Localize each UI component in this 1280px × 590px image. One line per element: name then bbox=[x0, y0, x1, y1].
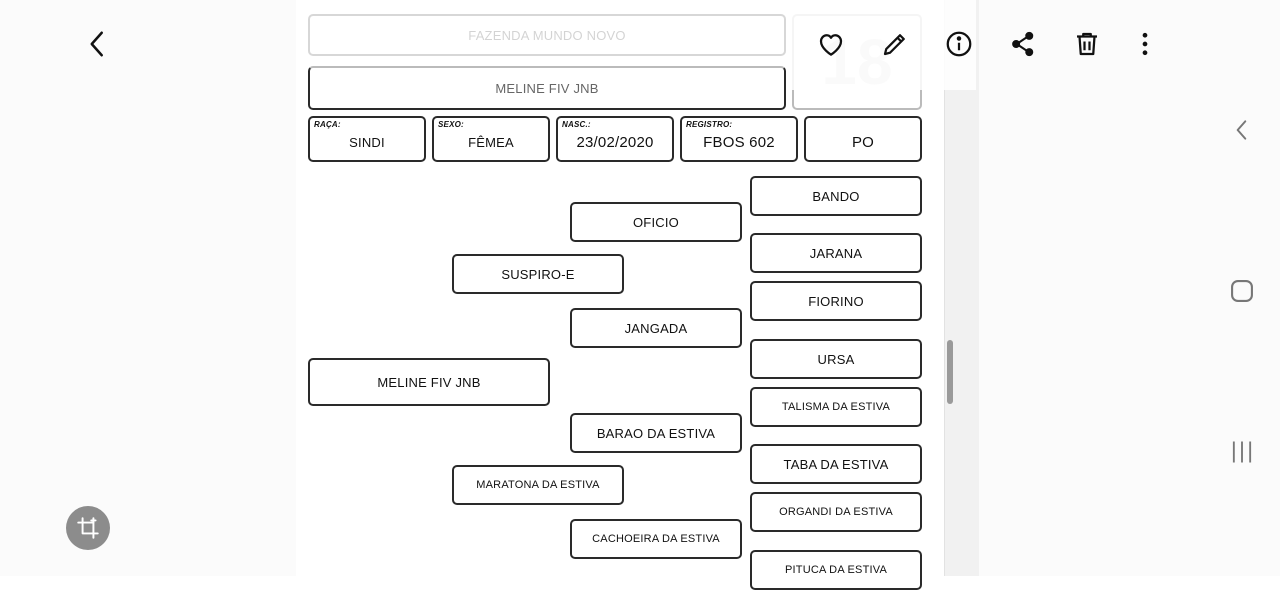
registry-value: FBOS 602 bbox=[703, 133, 775, 151]
birth-date-field: NASC.: 23/02/2020 bbox=[556, 116, 674, 162]
category-value: PO bbox=[851, 133, 875, 151]
favorite-button[interactable] bbox=[811, 24, 851, 64]
back-button[interactable] bbox=[78, 24, 118, 64]
edit-button[interactable] bbox=[875, 24, 915, 64]
animal-name-field: MELINE FIV JNB bbox=[308, 66, 786, 110]
ggp-box: JARANA bbox=[750, 233, 922, 273]
farm-name: FAZENDA MUNDO NOVO bbox=[468, 27, 626, 43]
document-scrollbar bbox=[944, 0, 979, 576]
ggp-box: BANDO bbox=[750, 176, 922, 216]
share-button[interactable] bbox=[1003, 24, 1043, 64]
ggp-box: PITUCA DA ESTIVA bbox=[750, 550, 922, 590]
ggp-box: TABA DA ESTIVA bbox=[750, 444, 922, 484]
sire-sire-box: OFICIO bbox=[570, 202, 742, 242]
dam-box: MARATONA DA ESTIVA bbox=[452, 465, 624, 505]
share-icon bbox=[1012, 31, 1034, 57]
ggp-box: TALISMA DA ESTIVA bbox=[750, 387, 922, 427]
breed-label: RAÇA: bbox=[314, 120, 341, 129]
ggp-label: URSA bbox=[817, 351, 855, 367]
birth-date-value: 23/02/2020 bbox=[576, 133, 654, 151]
ggp-label: FIORINO bbox=[808, 293, 864, 309]
sire-dam-box: JANGADA bbox=[570, 308, 742, 348]
nav-home-icon bbox=[1231, 280, 1253, 302]
ggp-label: ORGANDI DA ESTIVA bbox=[779, 506, 893, 518]
ggp-label: TABA DA ESTIVA bbox=[783, 456, 889, 472]
sex-field: SEXO: FÊMEA bbox=[432, 116, 550, 162]
ggp-label: BANDO bbox=[812, 188, 860, 204]
nav-back-icon bbox=[1236, 120, 1247, 140]
sex-value: FÊMEA bbox=[468, 134, 514, 150]
delete-button[interactable] bbox=[1067, 24, 1107, 64]
dam-dam-label: CACHOEIRA DA ESTIVA bbox=[592, 533, 720, 545]
dam-sire-label: BARAO DA ESTIVA bbox=[596, 425, 716, 441]
animal-label: MELINE FIV JNB bbox=[377, 374, 481, 390]
dam-sire-box: BARAO DA ESTIVA bbox=[570, 413, 742, 453]
animal-name: MELINE FIV JNB bbox=[495, 81, 599, 96]
ggp-box: URSA bbox=[750, 339, 922, 379]
pencil-icon bbox=[883, 34, 905, 56]
registry-label: REGISTRO: bbox=[686, 120, 733, 129]
crop-button[interactable] bbox=[66, 506, 110, 550]
sire-sire-label: OFICIO bbox=[633, 214, 679, 230]
birth-date-label: NASC.: bbox=[562, 120, 591, 129]
crop-icon bbox=[77, 517, 99, 539]
sire-box: SUSPIRO-E bbox=[452, 254, 624, 294]
ggp-box: FIORINO bbox=[750, 281, 922, 321]
ggp-label: JARANA bbox=[809, 245, 863, 261]
animal-box: MELINE FIV JNB bbox=[308, 358, 550, 406]
left-background bbox=[0, 0, 296, 576]
category-field: PO bbox=[804, 116, 922, 162]
info-button[interactable] bbox=[939, 24, 979, 64]
farm-name-field: FAZENDA MUNDO NOVO bbox=[308, 14, 786, 56]
nav-home-button[interactable] bbox=[1222, 271, 1262, 311]
chevron-left-icon bbox=[90, 31, 103, 57]
ggp-box: ORGANDI DA ESTIVA bbox=[750, 492, 922, 532]
dam-label: MARATONA DA ESTIVA bbox=[476, 479, 600, 491]
right-background bbox=[976, 0, 1280, 576]
sire-dam-label: JANGADA bbox=[624, 320, 688, 336]
sire-label: SUSPIRO-E bbox=[501, 266, 575, 282]
registry-field: REGISTRO: FBOS 602 bbox=[680, 116, 798, 162]
info-icon bbox=[946, 31, 972, 57]
nav-recents-button[interactable] bbox=[1222, 432, 1262, 472]
nav-back-button[interactable] bbox=[1222, 110, 1262, 150]
more-options-button[interactable] bbox=[1125, 24, 1165, 64]
nav-recents-icon bbox=[1232, 441, 1252, 463]
heart-icon bbox=[819, 34, 843, 56]
viewer-toolbar bbox=[0, 0, 1280, 90]
more-vertical-icon bbox=[1142, 32, 1148, 56]
dam-dam-box: CACHOEIRA DA ESTIVA bbox=[570, 519, 742, 559]
breed-value: SINDI bbox=[349, 134, 385, 150]
trash-icon bbox=[1077, 32, 1097, 56]
breed-field: RAÇA: SINDI bbox=[308, 116, 426, 162]
sex-label: SEXO: bbox=[438, 120, 464, 129]
ggp-label: TALISMA DA ESTIVA bbox=[781, 401, 891, 413]
ggp-label: PITUCA DA ESTIVA bbox=[784, 564, 888, 576]
document-scroll-thumb bbox=[947, 340, 953, 404]
